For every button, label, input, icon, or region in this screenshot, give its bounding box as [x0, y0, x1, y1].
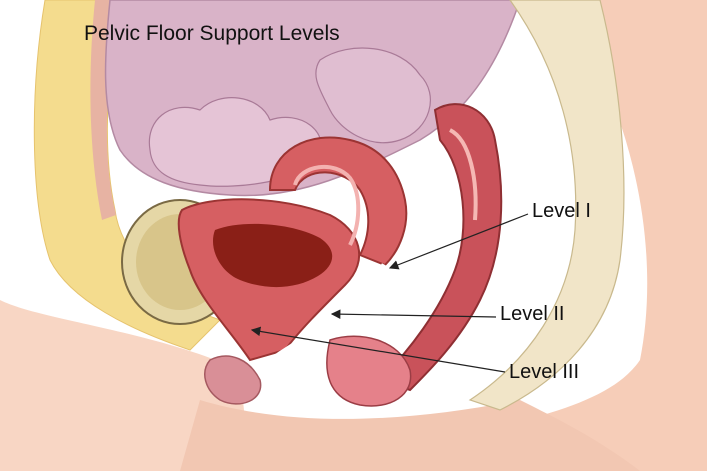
bladder-cavity: [212, 223, 333, 288]
body-skin-bottom: [180, 400, 640, 471]
label-level-2: Level II: [500, 303, 565, 325]
pointer-level-1: [388, 213, 529, 270]
rectum: [378, 103, 503, 392]
rectum-lumen: [448, 128, 478, 221]
vaginal-canal: [247, 263, 388, 383]
posterior-wall: [468, 0, 625, 411]
perineal-body: [326, 335, 412, 407]
body-skin: [0, 300, 250, 471]
bowel-loop-2: [315, 47, 431, 144]
fat-layer: [33, 0, 221, 351]
label-level-3: Level III: [509, 361, 580, 383]
pointer-level-3: [250, 326, 506, 373]
diagram-title: Pelvic Floor Support Levels: [84, 22, 340, 45]
pointer-level-2: [330, 309, 497, 319]
label-level-1: Level I: [532, 200, 591, 222]
labia: [204, 355, 262, 405]
uterus-inner: [293, 164, 361, 246]
body-skin-right: [300, 0, 707, 471]
